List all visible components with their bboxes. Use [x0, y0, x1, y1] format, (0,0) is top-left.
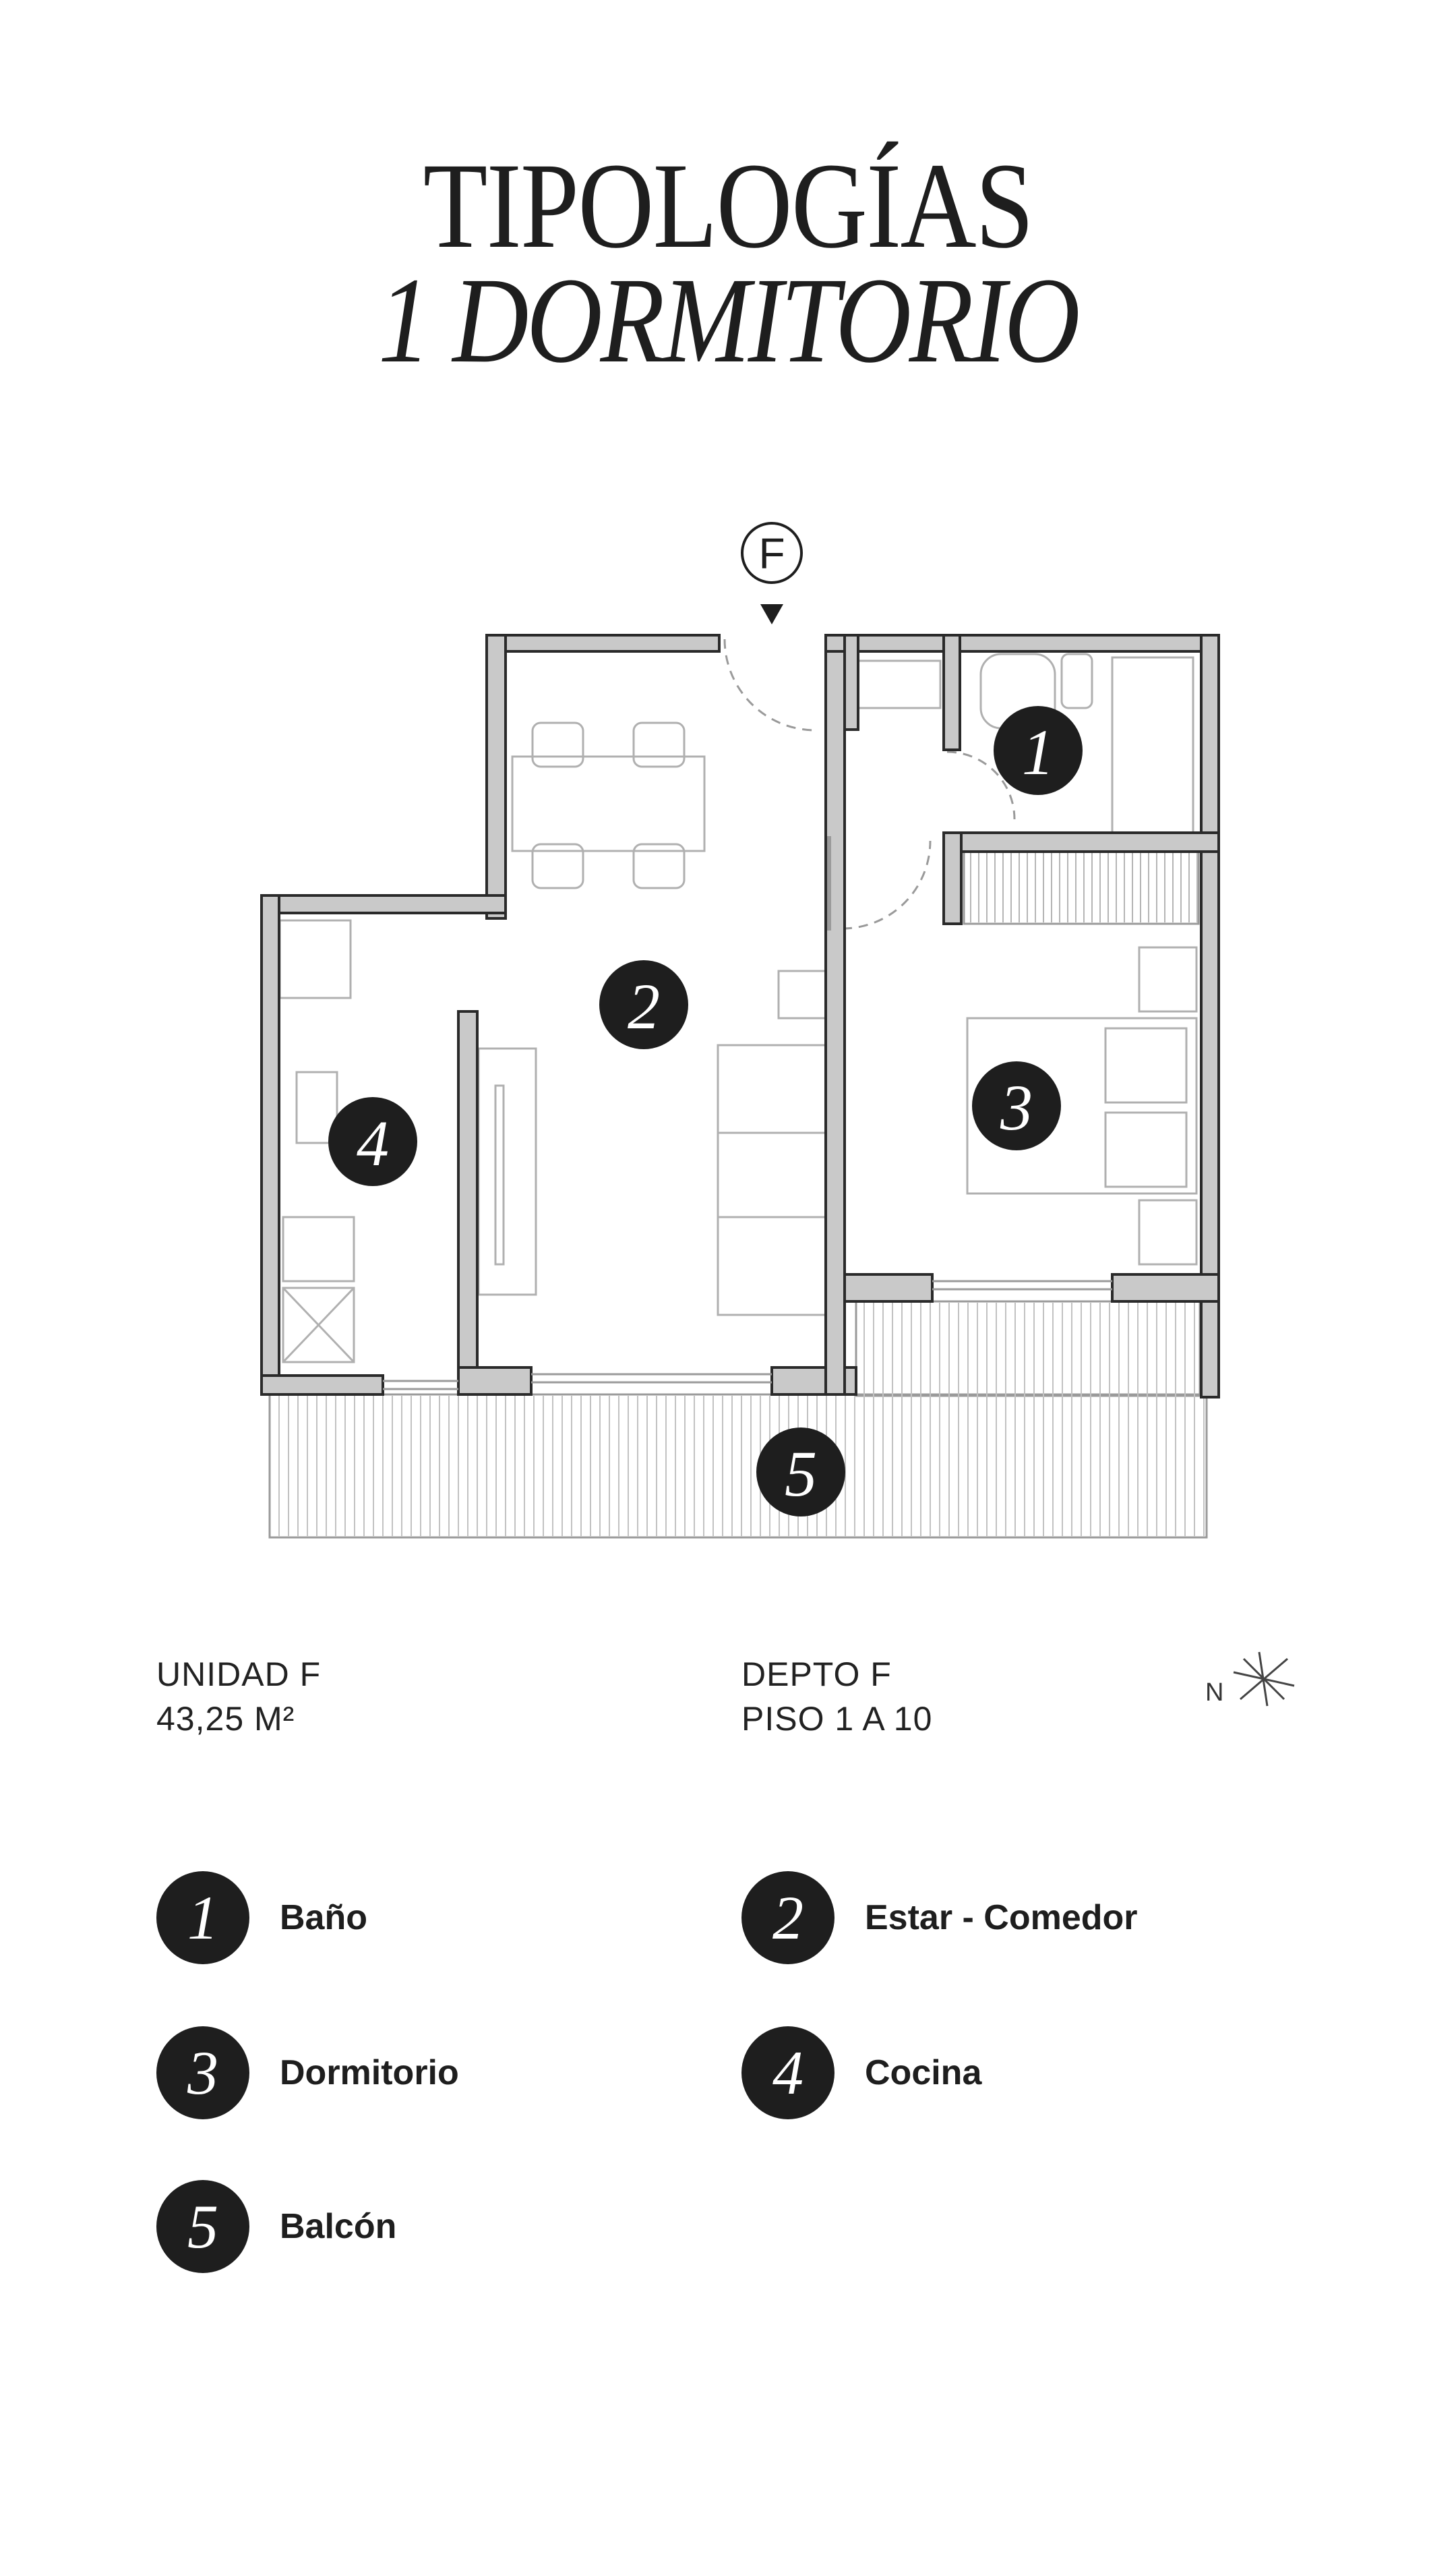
tv-unit — [477, 1047, 537, 1296]
title-1-dormitorio: 1 DORMITORIO — [377, 253, 1081, 388]
room-marker-3: 3 — [972, 1061, 1061, 1150]
door-swings — [723, 639, 1016, 930]
entrance-arrow-icon — [760, 604, 783, 624]
svg-text:4: 4 — [357, 1107, 389, 1179]
stove — [282, 1216, 355, 1283]
fridge — [278, 919, 352, 999]
floor-plan: F 1 2 3 4 5 — [260, 522, 1220, 1539]
closet — [963, 850, 1200, 925]
windows — [383, 836, 1112, 1390]
svg-text:2: 2 — [628, 970, 660, 1042]
sofa — [717, 1044, 827, 1316]
svg-text:5: 5 — [785, 1438, 817, 1510]
walls — [260, 634, 1220, 1398]
legend-label: Cocina — [865, 2053, 982, 2092]
unit-area: 43,25 M² — [156, 1700, 295, 1738]
svg-text:1: 1 — [1022, 716, 1054, 788]
unit-name: UNIDAD F — [156, 1655, 322, 1693]
entrance-marker: F — [741, 522, 803, 624]
compass-label: N — [1205, 1678, 1223, 1707]
legend-label: Estar - Comedor — [865, 1898, 1138, 1937]
entrance-label: F — [758, 529, 785, 578]
legend-label: Baño — [280, 1898, 367, 1937]
legend-number: 2 — [741, 1871, 835, 1964]
legend-number: 4 — [741, 2026, 835, 2119]
room-marker-1: 1 — [994, 706, 1083, 795]
legend-label: Balcón — [280, 2207, 397, 2246]
legend-number: 1 — [156, 1871, 249, 1964]
vanity — [851, 659, 942, 709]
balcony-deck — [268, 1300, 1208, 1539]
bed — [966, 1017, 1198, 1195]
unit-info: UNIDAD F 43,25 M² — [156, 1652, 321, 1741]
legend-label: Dormitorio — [280, 2053, 459, 2092]
furniture — [278, 653, 1198, 1363]
svg-text:3: 3 — [1000, 1071, 1033, 1144]
depto-info: DEPTO F PISO 1 A 10 — [741, 1652, 932, 1741]
legend-number: 3 — [156, 2026, 249, 2119]
title-tipologias: TIPOLOGÍAS — [423, 138, 1034, 274]
room-marker-5: 5 — [756, 1427, 845, 1516]
depto-name: DEPTO F — [741, 1655, 892, 1693]
floor-range: PISO 1 A 10 — [741, 1700, 933, 1738]
room-marker-2: 2 — [599, 960, 688, 1049]
oven — [282, 1287, 355, 1363]
compass-icon: N — [1205, 1651, 1295, 1707]
dining-table — [511, 755, 706, 852]
sink — [295, 1071, 338, 1144]
room-marker-4: 4 — [328, 1097, 417, 1186]
legend-number: 5 — [156, 2180, 249, 2273]
shower — [1111, 656, 1194, 834]
